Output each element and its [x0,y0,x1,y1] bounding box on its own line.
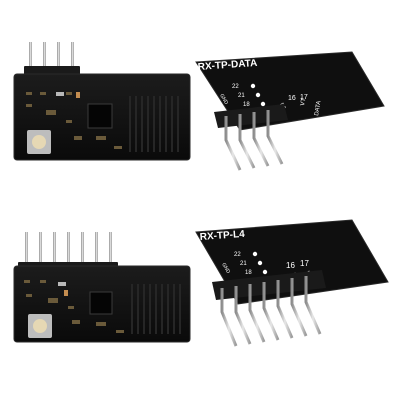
smd-components [26,92,122,149]
pin-number-21: 21 [240,261,247,267]
module-rx-tp-data-front [13,42,191,161]
module-rx-tp-data-back: RX-TP-DATA 22 21 18 16 17 GND 5V D0 D1 D… [195,51,385,171]
pin-number-22: 22 [232,84,239,90]
pin-number-18: 18 [243,102,250,108]
pin-label-vt: VT [300,97,307,106]
chip [87,103,113,129]
pin-label-gnd: GND [218,93,229,106]
pin-number-16: 16 [286,261,295,270]
module-title: RX-TP-L4 [199,229,245,243]
module-title: RX-TP-DATA [197,58,257,73]
module-rx-tp-l4-front [13,232,191,343]
module-rx-tp-l4-back: RX-TP-L4 22 21 18 16 17 GND 5V VT D0 D1 … [195,219,389,347]
pin-number-18: 18 [245,270,252,276]
pin-number-17: 17 [300,259,309,268]
header-pins-top-right [214,104,288,171]
pin-number-17: 17 [300,94,308,101]
pin-number-22: 22 [234,252,241,258]
pin-number-21: 21 [238,93,245,99]
antenna-trace [129,96,179,152]
pin-label-gnd: GND [220,262,231,275]
pin-number-16: 16 [288,95,296,102]
header-pins-top-left [24,42,80,76]
smd-components [24,280,124,333]
chip [89,291,113,315]
header-pins-bottom-right [212,270,326,347]
antenna-trace [131,284,181,334]
pin-label-data: DATA [314,100,323,116]
